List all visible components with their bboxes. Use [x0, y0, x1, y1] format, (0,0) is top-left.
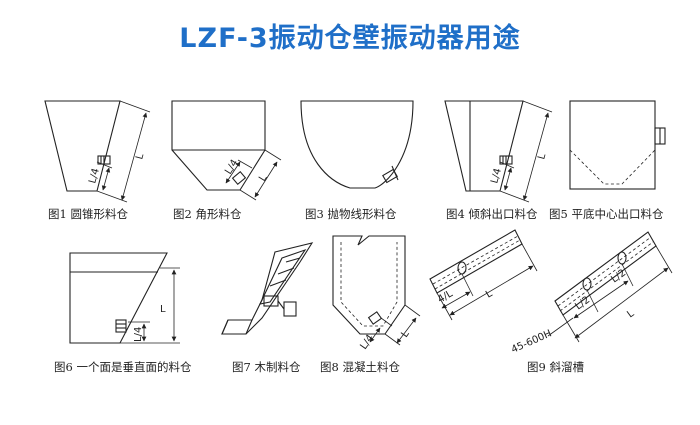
figure-caption: 图3 抛物线形料仓: [305, 207, 397, 221]
bin-outline: [44, 100, 121, 192]
dim-label: L: [134, 152, 146, 161]
dim-label: L/4: [133, 327, 144, 342]
bin-outline: [569, 100, 656, 190]
dim-label: L: [399, 328, 411, 339]
dim-label: L/4: [358, 333, 376, 352]
dim-label: L/2: [573, 295, 592, 313]
dim-label: L/4: [489, 167, 504, 185]
dim-label: L: [484, 288, 495, 301]
figure-caption: 图6 一个面是垂直面的料仓: [54, 360, 192, 374]
figure-caption: 图5 平底中心出口料仓: [549, 207, 664, 221]
dim-label: L: [160, 304, 166, 315]
figure-2-angular-bin: L/4 L 图2 角形料仓: [171, 100, 282, 221]
bin-outline: [171, 100, 266, 191]
figure-3-parabolic-bin: 图3 抛物线形料仓: [300, 100, 414, 221]
figure-caption: 图8 混凝土料仓: [320, 360, 400, 374]
dim-label: L/4: [87, 167, 102, 185]
page-title: LZF-3振动仓壁振动器用途: [179, 23, 521, 54]
figure-5-flat-bottom-bin: 图5 平底中心出口料仓: [549, 100, 666, 221]
figure-caption: 图9 斜溜槽: [527, 360, 584, 374]
dim-label: L: [536, 152, 548, 161]
figure-caption: 图7 木制料仓: [232, 360, 301, 374]
vibrator-mount: [283, 301, 297, 317]
chute-right: [554, 231, 657, 316]
figure-7-wooden-bin: 图7 木制料仓: [221, 242, 314, 374]
figure-9-inclined-chute: 4/L L L/2 L/2 L 45-600H 图9 斜溜槽: [429, 229, 673, 374]
bin-outline: [444, 100, 524, 192]
chute-left: [429, 229, 523, 294]
vibrator-icon: [582, 277, 592, 291]
figure-6-vertical-face-bin: L/4 L 图6 一个面是垂直面的料仓: [54, 252, 192, 374]
figure-caption: 图4 倾斜出口料仓: [446, 207, 538, 221]
dim-label: L: [625, 308, 636, 320]
figure-8-concrete-bin: L/4 L 图8 混凝土料仓: [320, 235, 421, 374]
dim-label: L: [257, 173, 270, 184]
figure-1-conical-bin: L/4 L 图1 圆锥形料仓: [44, 100, 151, 221]
bin-outline: [332, 235, 406, 335]
dim-label: 4/L: [436, 288, 455, 305]
dim-label: 45-600H: [510, 328, 554, 356]
bin-outline: [69, 252, 168, 344]
figure-caption: 图1 圆锥形料仓: [48, 207, 128, 221]
vibrator-icon: [231, 170, 247, 186]
vibrator-icon: [115, 319, 127, 333]
vibrator-icon: [617, 251, 627, 265]
figure-4-inclined-outlet-bin: L/4 L 图4 倾斜出口料仓: [444, 100, 553, 221]
figure-caption: 图2 角形料仓: [173, 207, 242, 221]
vibrator-icon: [367, 311, 383, 325]
